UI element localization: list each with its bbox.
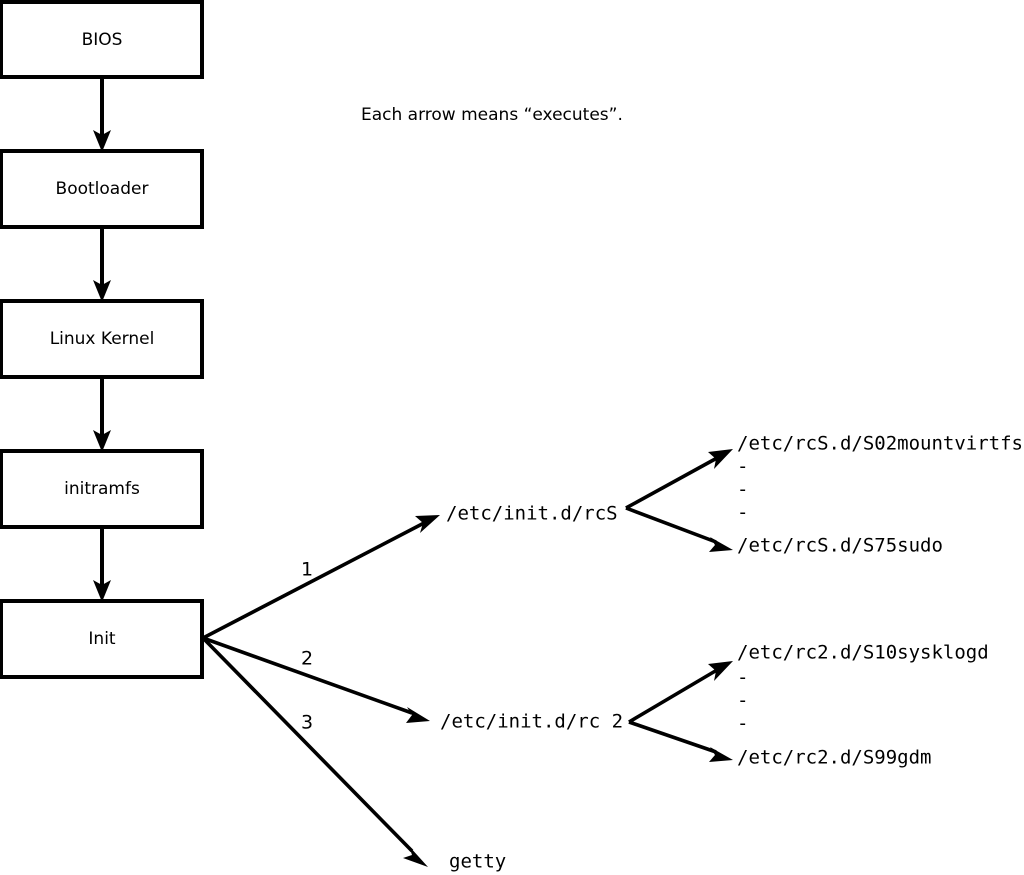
bootloader-label: Bootloader [56,179,149,199]
rcs-ellipsis-dash-3: - [737,502,748,524]
branch-2-number: 2 [301,648,313,670]
branch-2-target-label: /etc/init.d/rc 2 [440,711,623,733]
branch-1-number: 1 [301,559,313,581]
diagram-caption: Each arrow means “executes”. [361,105,623,125]
bios-box[interactable] [0,0,204,79]
arrowhead-icon [708,449,733,469]
arrow-init-branch-3 [201,636,428,867]
arrowhead-icon [93,130,111,152]
arrowhead-icon [93,430,111,452]
node-init[interactable]: Init [0,599,204,679]
rc2-ellipsis-dash-1: - [737,667,748,689]
rcs-first-script-label: /etc/rcS.d/S02mountvirtfs [737,433,1023,455]
arrowhead-icon [709,537,733,552]
init-label: Init [88,629,116,649]
rc2-ellipsis-dash-3: - [737,713,748,735]
arrowhead-icon [415,515,440,533]
bios-label: BIOS [82,30,123,50]
node-bios[interactable]: BIOS [0,0,204,79]
arrow-init-branch-2 [202,636,430,723]
linux-kernel-label: Linux Kernel [50,329,155,349]
arrow-rc2-to-first-script [628,661,733,724]
arrowhead-icon [403,846,428,867]
arrowhead-icon [93,280,111,302]
rcs-last-script-label: /etc/rcS.d/S75sudo [737,535,943,557]
initramfs-box[interactable] [0,449,204,529]
arrowhead-icon [708,661,733,681]
branch-3-number: 3 [301,712,313,734]
rcs-ellipsis-dash-1: - [737,456,748,478]
branch-3-target-label: getty [449,851,506,873]
node-linux-kernel[interactable]: Linux Kernel [0,299,204,379]
arrow-kernel-to-initramfs [93,377,111,452]
arrowhead-icon [709,747,733,762]
branch-1-target-label: /etc/init.d/rcS [446,503,618,525]
arrow-rcs-to-last-script [625,506,733,552]
arrow-init-branch-1 [202,515,440,640]
rc2-ellipsis-dash-2: - [737,690,748,712]
arrow-initramfs-to-init [93,527,111,602]
arrow-bootloader-to-kernel [93,227,111,302]
node-bootloader[interactable]: Bootloader [0,149,204,229]
node-initramfs[interactable]: initramfs [0,449,204,529]
arrowhead-icon [93,580,111,602]
arrow-rcs-to-first-script [625,449,733,510]
init-box[interactable] [0,599,204,679]
rcs-ellipsis-dash-2: - [737,479,748,501]
rc2-last-script-label: /etc/rc2.d/S99gdm [737,747,931,769]
rc2-first-script-label: /etc/rc2.d/S10sysklogd [737,642,989,664]
arrow-bios-to-bootloader [93,77,111,152]
arrowhead-icon [406,707,430,723]
arrow-rc2-to-last-script [628,720,733,762]
initramfs-label: initramfs [64,479,140,499]
